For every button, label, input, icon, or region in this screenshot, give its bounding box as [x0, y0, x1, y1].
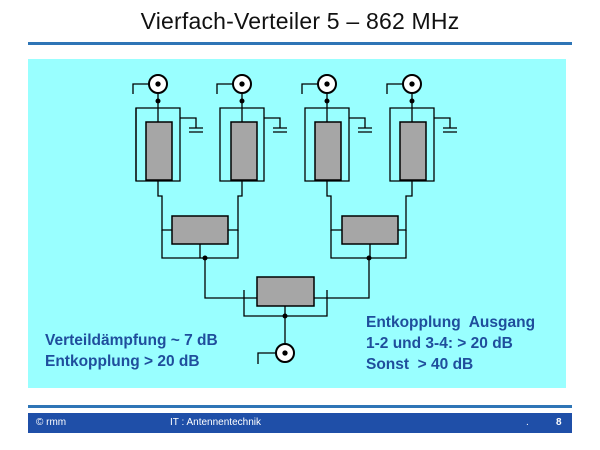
note-output-isolation: Entkopplung Ausgang — [366, 314, 536, 331]
transformer-2 — [230, 121, 258, 181]
output-connector-3 — [301, 74, 337, 101]
transformer-3 — [314, 121, 342, 181]
output-connector-1 — [132, 74, 168, 101]
footer-bar: © rmm IT : Antennentechnik . 8 — [28, 413, 572, 433]
splitter-left — [171, 215, 229, 245]
footer-copyright: © rmm — [36, 417, 67, 428]
footer-dot: . — [526, 417, 529, 428]
transformer-4 — [399, 121, 427, 181]
diagram-panel — [28, 59, 566, 388]
footer-course: IT : Antennentechnik — [170, 417, 261, 428]
page-number: 8 — [556, 417, 562, 428]
note-attenuation: Verteildämpfung ~ 7 dB — [45, 332, 218, 349]
output-connector-2 — [216, 74, 252, 101]
splitter-main — [256, 276, 315, 307]
footer-divider — [28, 405, 572, 408]
note-left: Verteildämpfung ~ 7 dB Entkopplung > 20 … — [45, 330, 218, 372]
splitter-right — [341, 215, 399, 245]
junction-dots — [155, 98, 415, 319]
transformer-1 — [145, 121, 173, 181]
slide-title: Vierfach-Verteiler 5 – 862 MHz — [140, 8, 460, 34]
title-divider — [28, 42, 572, 45]
input-connector — [257, 335, 295, 364]
note-other: Sonst > 40 dB — [366, 356, 474, 373]
note-isolation: Entkopplung > 20 dB — [45, 353, 200, 370]
note-output-pairs: 1-2 und 3-4: > 20 dB — [366, 335, 513, 352]
note-right: Entkopplung Ausgang 1-2 und 3-4: > 20 dB… — [366, 312, 535, 375]
output-connector-4 — [386, 74, 422, 101]
